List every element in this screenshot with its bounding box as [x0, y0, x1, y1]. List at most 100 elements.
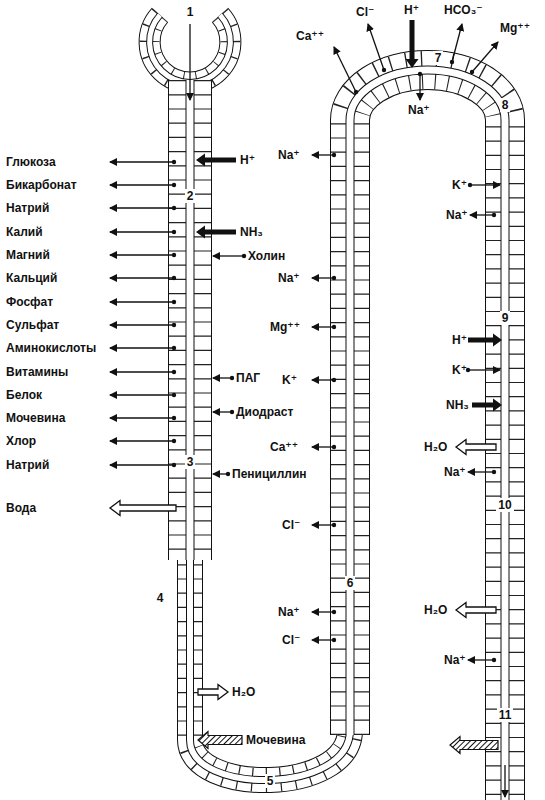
transport-arrow — [312, 611, 334, 612]
substance-label: Хлор — [6, 434, 36, 448]
tubule-cells — [350, 70, 505, 800]
tubule-cells — [169, 80, 211, 560]
substance-label: Na⁺ — [408, 103, 430, 117]
carrier-dot — [332, 276, 336, 280]
tubule-lumen — [350, 70, 505, 800]
substance-label: Cl⁻ — [282, 633, 300, 647]
callout-number: 3 — [185, 455, 196, 469]
substance-label: Mg⁺⁺ — [270, 320, 300, 334]
transport-arrow — [110, 464, 174, 465]
tubule-lumen-edge — [190, 550, 350, 780]
transport-arrow — [110, 207, 174, 208]
carrier-dot — [172, 323, 176, 327]
transport-arrow — [472, 42, 498, 72]
carrier-dot — [226, 472, 230, 476]
transport-arrow — [189, 24, 190, 100]
tubule-cells — [190, 550, 350, 780]
substance-label: K⁺ — [452, 363, 467, 377]
carrier-dot — [172, 416, 176, 420]
transport-arrow — [312, 379, 334, 380]
substance-label: Ca⁺⁺ — [270, 440, 298, 454]
substance-label: Na⁺ — [446, 208, 468, 222]
carrier-dot — [492, 213, 496, 217]
carrier-dot — [172, 276, 176, 280]
transport-arrow — [468, 471, 494, 472]
substance-label: Мочевина — [246, 733, 305, 747]
tubule-lumen-edge — [186, 80, 195, 560]
callout-number: 7 — [433, 51, 444, 65]
water-arrow — [198, 685, 228, 700]
carrier-dot — [172, 346, 176, 350]
secretion-arrow — [196, 226, 236, 239]
carrier-dot — [172, 393, 176, 397]
tubule-segment — [190, 80, 191, 560]
substance-label: Na⁺ — [278, 605, 300, 619]
transport-arrow — [110, 324, 174, 325]
substance-label: Белок — [6, 388, 42, 402]
transport-arrow — [110, 254, 174, 255]
substance-label: Натрий — [6, 458, 49, 472]
transport-arrow — [110, 301, 174, 302]
substance-label: ПАГ — [236, 371, 260, 385]
callout-number: 6 — [345, 576, 356, 590]
carrier-dot — [332, 610, 336, 614]
tubule-lumen — [190, 550, 350, 780]
transport-arrow — [213, 473, 228, 474]
callout-number: 5 — [265, 774, 276, 788]
substance-label: Магний — [6, 248, 50, 262]
tubule-lumen — [187, 80, 194, 560]
substance-label: H₂O — [424, 440, 447, 454]
substance-label: Калий — [6, 225, 43, 239]
tubule-wall — [350, 70, 505, 800]
substance-label: NH₃ — [446, 398, 469, 412]
substance-label: Na⁺ — [444, 465, 466, 479]
carrier-dot — [492, 658, 496, 662]
substance-label: Холин — [248, 249, 285, 263]
substance-label: Кальций — [6, 271, 57, 285]
transport-arrow — [470, 214, 494, 215]
carrier-dot — [332, 378, 336, 382]
cell-border — [350, 70, 505, 800]
substance-label: H₂O — [232, 685, 255, 699]
transport-arrow — [470, 184, 500, 185]
transport-arrow — [468, 659, 494, 660]
carrier-dot — [382, 68, 386, 72]
secretion-arrow — [406, 20, 419, 68]
transport-arrow — [368, 24, 384, 70]
carrier-dot — [172, 463, 176, 467]
carrier-dot — [450, 60, 454, 64]
urea-arrow — [198, 732, 242, 749]
carrier-dot — [418, 72, 422, 76]
carrier-dot — [470, 70, 474, 74]
transport-arrow — [110, 394, 174, 395]
substance-label: Cl⁻ — [282, 518, 300, 532]
callout-number: 1 — [185, 5, 196, 19]
carrier-dot — [172, 183, 176, 187]
transport-arrow — [312, 326, 334, 327]
transport-arrow — [312, 639, 334, 640]
substance-label: H⁺ — [452, 333, 467, 347]
transport-arrow — [110, 371, 174, 372]
substance-label: NH₃ — [240, 225, 263, 239]
substance-label: K⁺ — [452, 178, 467, 192]
substance-label: Фосфат — [6, 295, 53, 309]
secretion-arrow — [468, 334, 502, 347]
carrier-dot — [172, 253, 176, 257]
transport-arrow — [110, 440, 174, 441]
water-arrow — [110, 501, 176, 516]
substance-label: H⁺ — [240, 153, 255, 167]
carrier-dot — [230, 410, 234, 414]
carrier-dot — [172, 206, 176, 210]
substance-label: H⁺ — [404, 3, 419, 17]
substance-label: Витамины — [6, 365, 68, 379]
substance-label: Вода — [6, 501, 36, 515]
carrier-dot — [172, 300, 176, 304]
water-arrow — [456, 603, 496, 618]
carrier-dot — [332, 638, 336, 642]
carrier-dot — [332, 445, 336, 449]
substance-label: H₂O — [424, 603, 447, 617]
transport-arrow — [110, 277, 174, 278]
tubule-segment — [190, 550, 350, 780]
substance-label: Аминокислоты — [6, 341, 96, 355]
callout-number: 11 — [497, 708, 514, 722]
